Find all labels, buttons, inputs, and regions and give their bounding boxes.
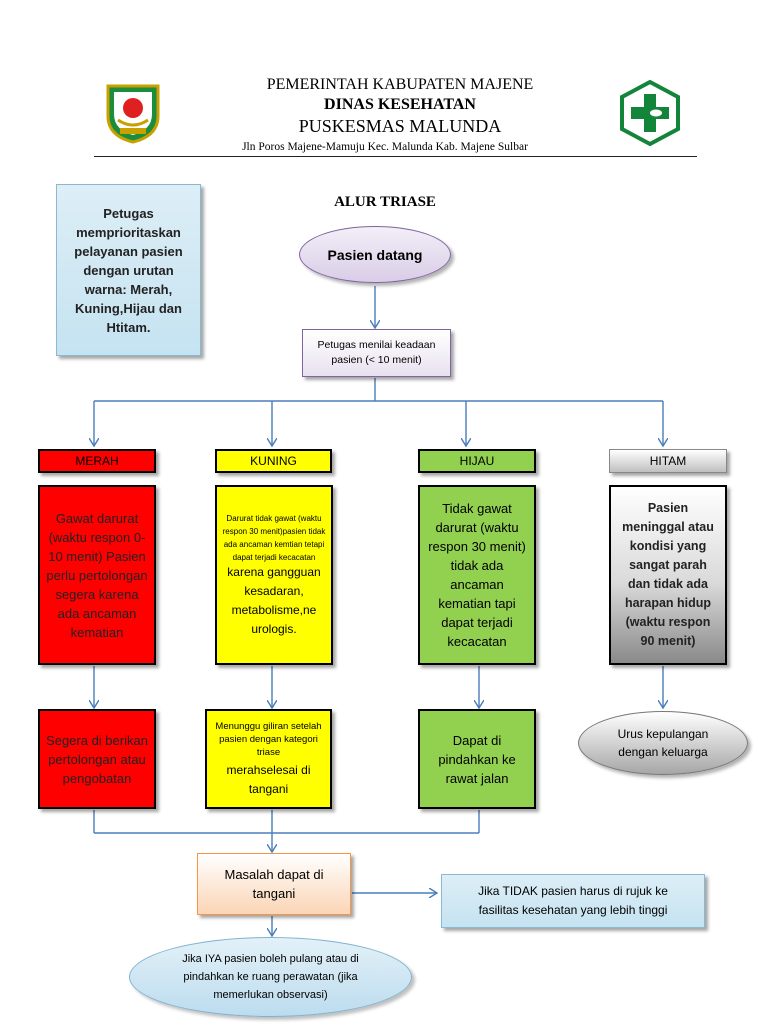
category-label-merah: MERAH	[38, 449, 156, 473]
hijau-action-box: Dapat di pindahkan ke rawat jalan	[418, 709, 536, 809]
kuning-description-large: karena gangguan kesadaran, metabolisme,n…	[227, 565, 321, 636]
header-government: PEMERINTAH KABUPATEN MAJENE	[266, 76, 534, 93]
kuning-label: KUNING	[250, 454, 297, 468]
kuning-action-box: Menunggu giliran setelah pasien dengan k…	[205, 709, 332, 809]
kuning-action-large: merahselesai di tangani	[226, 762, 311, 796]
kuning-action-small: Menunggu giliran setelah pasien dengan k…	[215, 720, 322, 758]
hitam-action: Urus kepulangan dengan keluarga	[617, 727, 709, 759]
merah-action-box: Segera di berikan pertolongan atau pengo…	[38, 709, 156, 809]
hitam-label: HITAM	[649, 454, 687, 468]
regency-emblem-logo	[104, 82, 162, 144]
category-label-kuning: KUNING	[215, 449, 332, 473]
hijau-description-box: Tidak gawat darurat (waktu respon 30 men…	[418, 485, 536, 665]
kuning-description-box: Darurat tidak gawat (waktu respon 30 men…	[215, 485, 333, 665]
referral-box: Jika TIDAK pasien harus di rujuk ke fasi…	[441, 874, 705, 928]
hitam-action-oval: Urus kepulangan dengan keluarga	[578, 711, 748, 775]
start-oval: Pasien datang	[299, 226, 451, 283]
category-label-hijau: HIJAU	[418, 449, 536, 473]
puskesmas-logo	[618, 79, 682, 147]
merah-label: MERAH	[75, 454, 119, 468]
merah-description-box: Gawat darurat (waktu respon 0-10 menit) …	[38, 485, 156, 665]
referral-text: Jika TIDAK pasien harus di rujuk ke fasi…	[478, 884, 668, 917]
diagram-title: ALUR TRIASE	[334, 194, 436, 210]
header-department: DINAS KESEHATAN	[324, 96, 476, 113]
start-label: Pasien datang	[327, 246, 423, 263]
hijau-description: Tidak gawat darurat (waktu respon 30 men…	[428, 501, 526, 649]
category-label-hitam: HITAM	[609, 449, 727, 473]
kuning-description-small: Darurat tidak gawat (waktu respon 30 men…	[222, 514, 326, 562]
header-divider	[94, 156, 697, 157]
priority-note: Petugas memprioritaskan pelayanan pasien…	[56, 184, 201, 356]
header-address: Jln Poros Majene-Mamuju Kec. Malunda Kab…	[242, 141, 528, 153]
assessment-box: Petugas menilai keadaan pasien (< 10 men…	[302, 329, 451, 377]
merah-description: Gawat darurat (waktu respon 0-10 menit) …	[46, 510, 148, 640]
hijau-action: Dapat di pindahkan ke rawat jalan	[438, 732, 516, 786]
hitam-description: Pasien meninggal atau kondisi yang sanga…	[622, 501, 714, 648]
decision-box: Masalah dapat di tangani	[197, 853, 351, 915]
decision-text: Masalah dapat di tangani	[224, 867, 324, 901]
merah-action: Segera di berikan pertolongan atau pengo…	[46, 732, 148, 786]
final-oval: Jika IYA pasien boleh pulang atau di pin…	[129, 937, 412, 1017]
priority-note-text: Petugas memprioritaskan pelayanan pasien…	[74, 205, 183, 335]
hitam-description-box: Pasien meninggal atau kondisi yang sanga…	[609, 485, 727, 665]
final-text: Jika IYA pasien boleh pulang atau di pin…	[182, 953, 359, 1001]
header-puskesmas: PUSKESMAS MALUNDA	[298, 116, 502, 136]
assessment-text: Petugas menilai keadaan pasien (< 10 men…	[317, 339, 436, 366]
hijau-label: HIJAU	[459, 454, 495, 468]
